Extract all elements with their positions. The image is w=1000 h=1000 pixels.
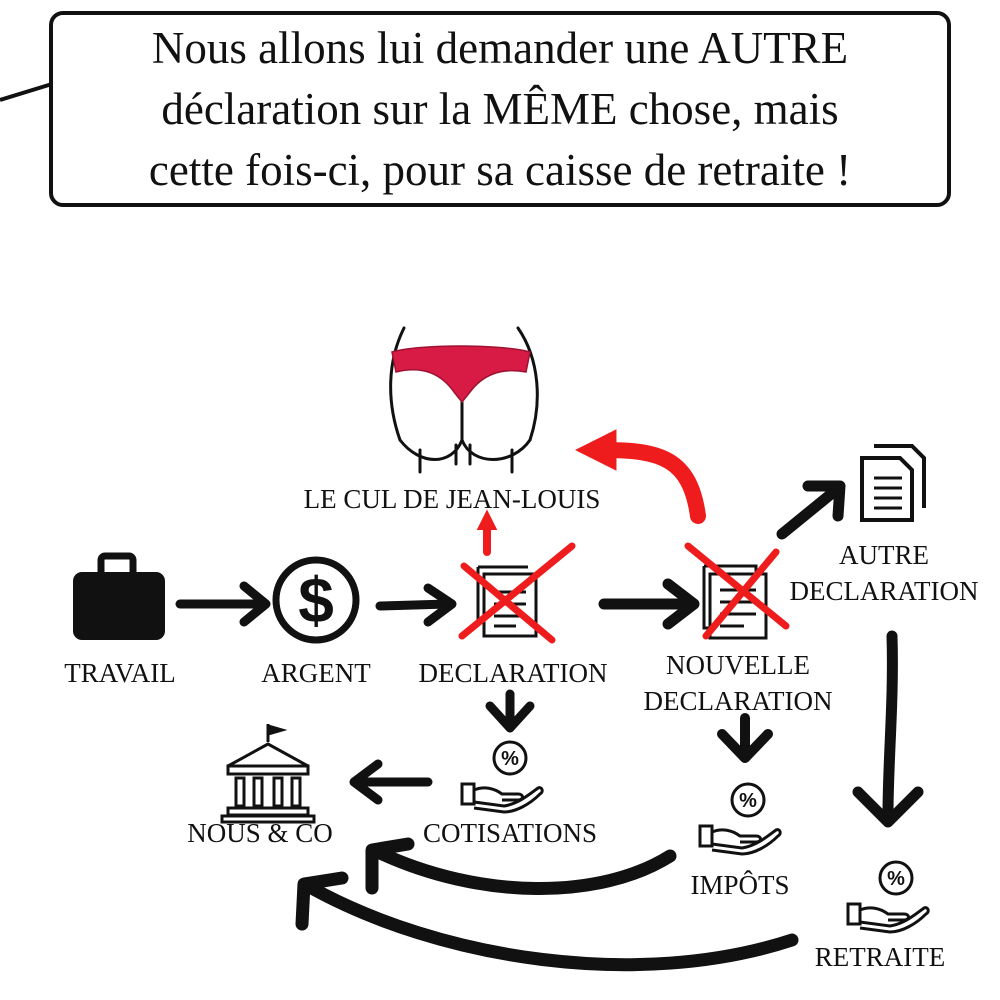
documents-stack-icon [860, 444, 926, 522]
arrow-autre-retraite [852, 630, 924, 828]
speech-bubble-tail [0, 82, 53, 102]
arrow-impots-nous [365, 837, 677, 895]
dollar-coin-icon: $ [272, 556, 360, 644]
svg-text:%: % [501, 748, 519, 770]
label-nouvelle-line2: DECLARATION [643, 686, 833, 716]
arrow-nouvelle-impots [717, 713, 773, 763]
label-retraite: RETRAITE [814, 942, 946, 972]
label-nouvelle-line1: NOUVELLE [666, 650, 810, 680]
label-declaration: DECLARATION [418, 658, 608, 688]
impots-percent-hand-icon: % [698, 782, 782, 856]
speech-line-3: cette fois-ci, pour sa caisse de retrait… [148, 145, 852, 195]
label-impots: IMPÔTS [690, 870, 790, 900]
label-autre-line2: DECLARATION [789, 576, 979, 606]
speech-line-1: Nous allons lui demander une AUTRE [151, 23, 849, 73]
label-cotisations: COTISATIONS [422, 818, 598, 848]
arrow-nouvelle-autre [776, 480, 846, 540]
bank-building-icon [220, 724, 316, 824]
svg-text:$: $ [298, 564, 334, 636]
speech-line-2: déclaration sur la MÊME chose, mais [161, 84, 839, 134]
speech-bubble-text: Nous allons lui demander une AUTRE décla… [56, 18, 944, 201]
svg-text:%: % [887, 868, 905, 890]
buttocks-icon [389, 326, 539, 474]
arrow-cotisations-nous [349, 759, 433, 805]
arrow-argent-declaration [375, 583, 457, 627]
panty-shape [391, 345, 531, 404]
label-travail: TRAVAIL [64, 658, 176, 688]
speech-bubble [0, 11, 951, 207]
label-autre-line1: AUTRE [839, 540, 929, 570]
label-nous-co: NOUS & CO [187, 818, 333, 848]
cotisations-percent-hand-icon: % [460, 740, 544, 814]
retraite-percent-hand-icon: % [846, 860, 930, 934]
arrow-retraite-nous [295, 871, 799, 972]
red-curved-arrow-to-cul [574, 429, 706, 524]
red-cross-nouvelle-declaration [684, 542, 790, 640]
arrow-declaration-nouvelle [598, 578, 700, 630]
red-cross-declaration [458, 542, 576, 644]
speech-bubble-box [49, 11, 951, 207]
arrow-declaration-cotisations [485, 689, 535, 733]
briefcase-icon [73, 552, 165, 640]
svg-text:%: % [739, 790, 757, 812]
arrow-travail-argent [175, 581, 271, 627]
label-argent: ARGENT [261, 658, 371, 688]
label-le-cul: LE CUL DE JEAN-LOUIS [303, 484, 601, 514]
